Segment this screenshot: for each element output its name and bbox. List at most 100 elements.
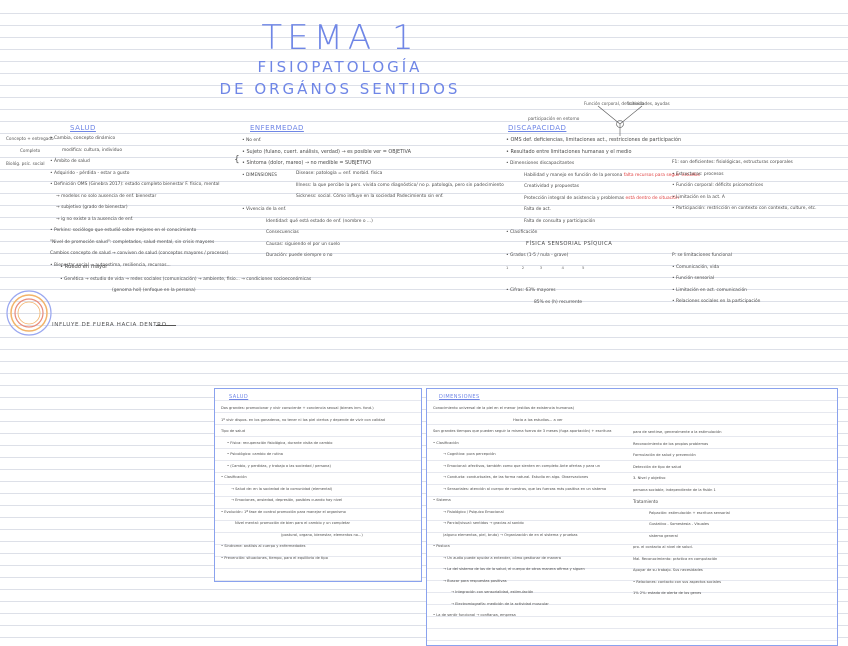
note-line: • Cambia, concepto dinámico: [50, 136, 116, 141]
note-line: → Electromiografía: medición de la activ…: [451, 601, 549, 606]
section-heading-enfermedad: ENFERMEDAD: [250, 124, 304, 132]
note-line: Sickness: social. Cómo influye en la soc…: [296, 194, 444, 199]
section-heading-salud: SALUD: [70, 124, 96, 132]
cifras-notes: • Cifras: 63% mayores 85% es (h) recurre…: [506, 285, 582, 308]
note-line: 85% es (h) recurrente: [534, 299, 583, 305]
note-line: Formulación de salud y prevención: [633, 453, 696, 457]
note-line: 1% 2%: estado de alerta de los genes: [633, 591, 702, 595]
note-line: Illness: la que percibe la pers. vivida …: [296, 182, 504, 188]
note-line: • No enf.: [242, 138, 262, 143]
note-line: Falta de consulta y participación: [524, 218, 596, 224]
discapacidad-notes: • OMS def. deficiencias, limitaciones ac…: [506, 135, 700, 262]
ifc-diagram-icon: [597, 105, 643, 136]
note-line: • Relaciones: contacto con sus aspectos …: [633, 579, 721, 584]
page-subtitle: FISIOPATOLOGÍA: [257, 58, 423, 76]
note-line: • Participación: restricción en contexto…: [672, 206, 817, 211]
side-note: Completo: [20, 148, 41, 153]
note-line: Gustativo - Somestesia - Visuales: [649, 522, 710, 526]
note-line: Identidad: qué está estado de enf. (nomb…: [266, 218, 373, 224]
enfermedad-notes: • No enf. • Sujeto (fulano, cuert. análi…: [242, 135, 411, 181]
salud-notes: • Cambia, concepto dinámico modifica: cu…: [50, 133, 228, 271]
note-line: Cambios concepto de salud → conviven de …: [50, 251, 229, 256]
note-line: • Bienestar social → autoestima, resilie…: [50, 262, 171, 268]
note-line: • Sistema: [433, 498, 451, 502]
note-line: → subjetivo (grado de bienestar): [56, 205, 128, 210]
note-line: P: se limitaciones funcional: [672, 253, 732, 258]
note-line: → modelos no solo ausencia de enf. biene…: [56, 193, 157, 199]
note-line: Nivel mental: promoción de bien para el …: [235, 521, 351, 525]
note-line: "Nivel de promoción salud": completados,…: [50, 239, 215, 245]
vivencia-notes: • Vivencia de la enf. Identidad: qué est…: [242, 204, 373, 262]
note-line: • Sindrome: análisis al cuerpo y enferme…: [221, 544, 306, 548]
note-line: F1: son deficientes: fisiológicas, estru…: [672, 160, 793, 165]
note-line: → Cognitiva: pura percepción: [443, 452, 496, 456]
note-line: 1º vivir dispos. en los ganaderos, no te…: [221, 417, 385, 422]
note-line: • Comunicación, vida: [672, 264, 720, 270]
box-notes: Dos grandes: promocionar y vivir conscie…: [221, 403, 385, 564]
note-line: → Emociones, ansiedad, depresión, posibl…: [231, 498, 343, 502]
note-line: • (Cambio, y perdidas, y trabajo a las s…: [227, 463, 331, 468]
note-line: • Síntoma (dolor, mareo) → no medible = …: [242, 160, 372, 166]
note-line: (alguno elementos, piel, bruto) → Organi…: [443, 532, 578, 537]
page-subtitle-2: DE ORGÁNOS SENTIDOS: [219, 80, 461, 98]
note-line: • Perkins: sociólogo que estudió sobre m…: [50, 228, 197, 233]
brace-icon: {: [234, 155, 240, 165]
note-line: → Integración con sensorialidad, estimul…: [451, 590, 534, 594]
arrow-line: [156, 325, 176, 326]
diagram-label: participación en entorno: [528, 116, 580, 121]
note-line: → ig no existe a la ausencia de enf.: [56, 216, 134, 222]
note-line: • Ámbito de salud: [50, 159, 90, 164]
note-line: FÍSICA SENSORIAL PSÍQUICA: [526, 240, 613, 247]
note-line: • Función sensorial: [672, 276, 715, 281]
note-line: Hacia a los estudios... a ver: [513, 417, 563, 422]
note-line: • Resultado entre limitaciones humanas y…: [506, 148, 632, 155]
note-line: Apoyar de su trabajo. Sus necesidades: [633, 568, 703, 572]
note-line: • Adquirido - pérdida - estar a gusto: [50, 170, 130, 176]
note-line: modifica: cultura, individuo: [62, 147, 123, 153]
note-line: Mal. Reconocimiento: práctica en computa…: [633, 556, 718, 561]
note-line: • Clasificación: [221, 475, 247, 479]
discapacidad-side-notes: F1: son deficientes: fisiológicas, estru…: [672, 157, 817, 215]
note-line: • Grados (1-5 / nula - grave): [506, 253, 569, 258]
note-line: (genoma hol) (enfoque en la persona): [112, 288, 196, 293]
concentric-circles-icon: [6, 290, 52, 336]
diagram-label: actividades, ayudas: [628, 101, 670, 106]
note-line: Conocimiento universal de la piel en el …: [433, 406, 574, 410]
discapacidad-side-notes-2: P: se limitaciones funcional • Comunicac…: [672, 250, 760, 308]
note-line: • Evolución: 1ª fase de control promoció…: [221, 509, 346, 514]
note-line: • DIMENSIONES: [242, 172, 277, 178]
note-line: sistema general: [649, 533, 678, 538]
note-line: → Emocional: afectivos, también como que…: [443, 463, 600, 468]
page-title: TEMA 1: [261, 18, 419, 58]
note-line: → Un audio puede ayudar a entender, cómo…: [443, 555, 561, 560]
note-line: → Buscar para respuestas positivas: [443, 578, 507, 583]
notes-box-dimensiones: DIMENSIONES Conocimiento universal de la…: [426, 388, 838, 646]
note-line: → Parcial/visual: sentidos → gracias al …: [443, 521, 524, 525]
note-line: Causas: siguiendo el por un suelo: [266, 241, 340, 247]
note-line: • Prevención: situaciones, tiempo, para …: [221, 555, 328, 560]
note-line: → Salud de: en la sociedad de la comunid…: [231, 486, 333, 491]
salud-notes-2: • Ruedo en mayor • Genética → estudio de…: [60, 262, 311, 297]
side-note: Biológ. psíc. social: [6, 161, 45, 166]
note-line: • Clasificación: [506, 230, 538, 235]
grades-scale: 1 2 3 4 5: [506, 265, 585, 270]
note-line: persona sociable, independiente de la fi…: [633, 487, 716, 492]
note-line: • Limitación en act. comunicación: [672, 287, 747, 293]
note-line: • Definición OMS (Ginebra 2017): estado …: [50, 182, 220, 187]
note-line: Tipo de salud: [221, 429, 245, 433]
note-line: Tratamiento: [633, 499, 659, 504]
note-line: • Genética → estudio de vida → redes soc…: [60, 276, 312, 282]
note-line: 3. Nivel y objetivo: [633, 476, 666, 480]
note-line: Reconocimiento de los propios problemas: [633, 441, 709, 446]
dimensiones-notes: Disease: patología = enf. morbid. física…: [296, 168, 504, 203]
box-notes-right: para de sentirse, generalmente a la esti…: [633, 427, 730, 600]
note-line: • Cifras: 63% mayores: [506, 288, 556, 293]
influence-note: INFLUYE DE FUERA HACIA DENTRO: [52, 322, 167, 328]
note-line: Dos grandes: promocionar y vivir conscie…: [221, 406, 374, 410]
box-heading: DIMENSIONES: [439, 394, 480, 400]
note-line: • Sujeto (fulano, cuert. análisis, verda…: [242, 148, 411, 155]
note-line: → Sensoriales: atención al cuerpo de nue…: [443, 486, 607, 491]
note-line: • Función corporal: déficits psicomotric…: [672, 183, 764, 188]
note-line: • Dimensiones discapacitantes: [506, 161, 575, 166]
note-line: • Limitación en la act. A: [672, 194, 725, 200]
